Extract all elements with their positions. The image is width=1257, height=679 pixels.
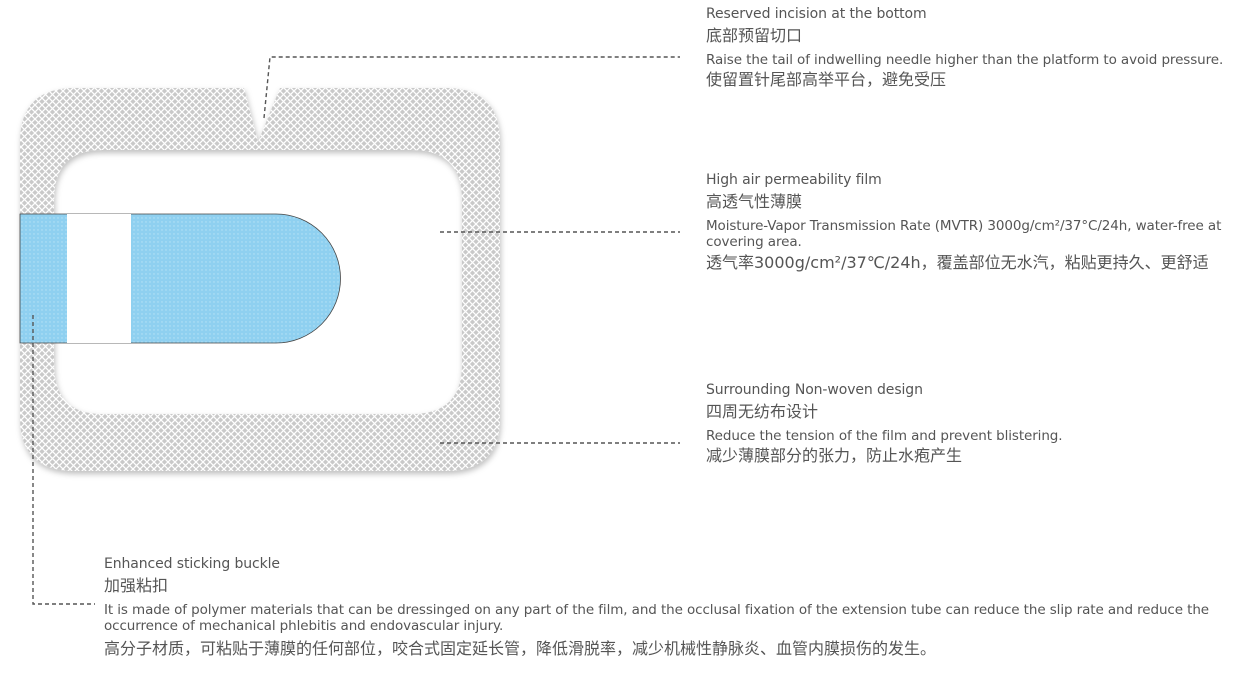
incision-title-zh: 底部预留切口 <box>706 25 803 45</box>
leader-line-buckle <box>32 315 95 605</box>
incision-desc-zh: 使留置针尾部高举平台，避免受压 <box>706 70 947 90</box>
film-desc-en: Moisture-Vapor Transmission Rate (MVTR) … <box>706 217 1222 251</box>
buckle-title-en: Enhanced sticking buckle <box>104 556 280 572</box>
annotation-nonwoven: Surrounding Non-woven design 四周无纺布设计 Red… <box>706 382 1256 466</box>
incision-title-en: Reserved incision at the bottom <box>706 6 927 22</box>
nonwoven-desc-en: Reduce the tension of the film and preve… <box>706 427 1063 444</box>
buckle-desc-zh: 高分子材质，可粘贴于薄膜的任何部位，咬合式固定延长管，降低滑脱率，减少机械性静脉… <box>104 639 937 659</box>
leader-lines <box>32 56 680 605</box>
film-title-en: High air permeability film <box>706 172 882 188</box>
film-title-zh: 高透气性薄膜 <box>706 191 803 211</box>
film-desc-zh: 透气率3000g/cm²/37℃/24h，覆盖部位无水汽，粘贴更持久、更舒适 <box>706 253 1209 273</box>
nonwoven-desc-zh: 减少薄膜部分的张力，防止水疱产生 <box>706 446 963 466</box>
non-woven-border <box>20 88 500 471</box>
annotation-incision: Reserved incision at the bottom 底部预留切口 R… <box>706 6 1256 90</box>
buckle-desc-en: It is made of polymer materials that can… <box>104 601 1209 635</box>
buckle-title-zh: 加强粘扣 <box>104 575 169 595</box>
buckle-white-strip <box>67 214 131 343</box>
nonwoven-title-zh: 四周无纺布设计 <box>706 401 819 421</box>
annotation-buckle: Enhanced sticking buckle 加强粘扣 It is made… <box>104 556 1254 659</box>
annotation-film: High air permeability film 高透气性薄膜 Moistu… <box>706 172 1256 273</box>
sticking-buckle <box>19 213 341 344</box>
incision-desc-en: Raise the tail of indwelling needle high… <box>706 51 1224 68</box>
nonwoven-title-en: Surrounding Non-woven design <box>706 382 923 398</box>
